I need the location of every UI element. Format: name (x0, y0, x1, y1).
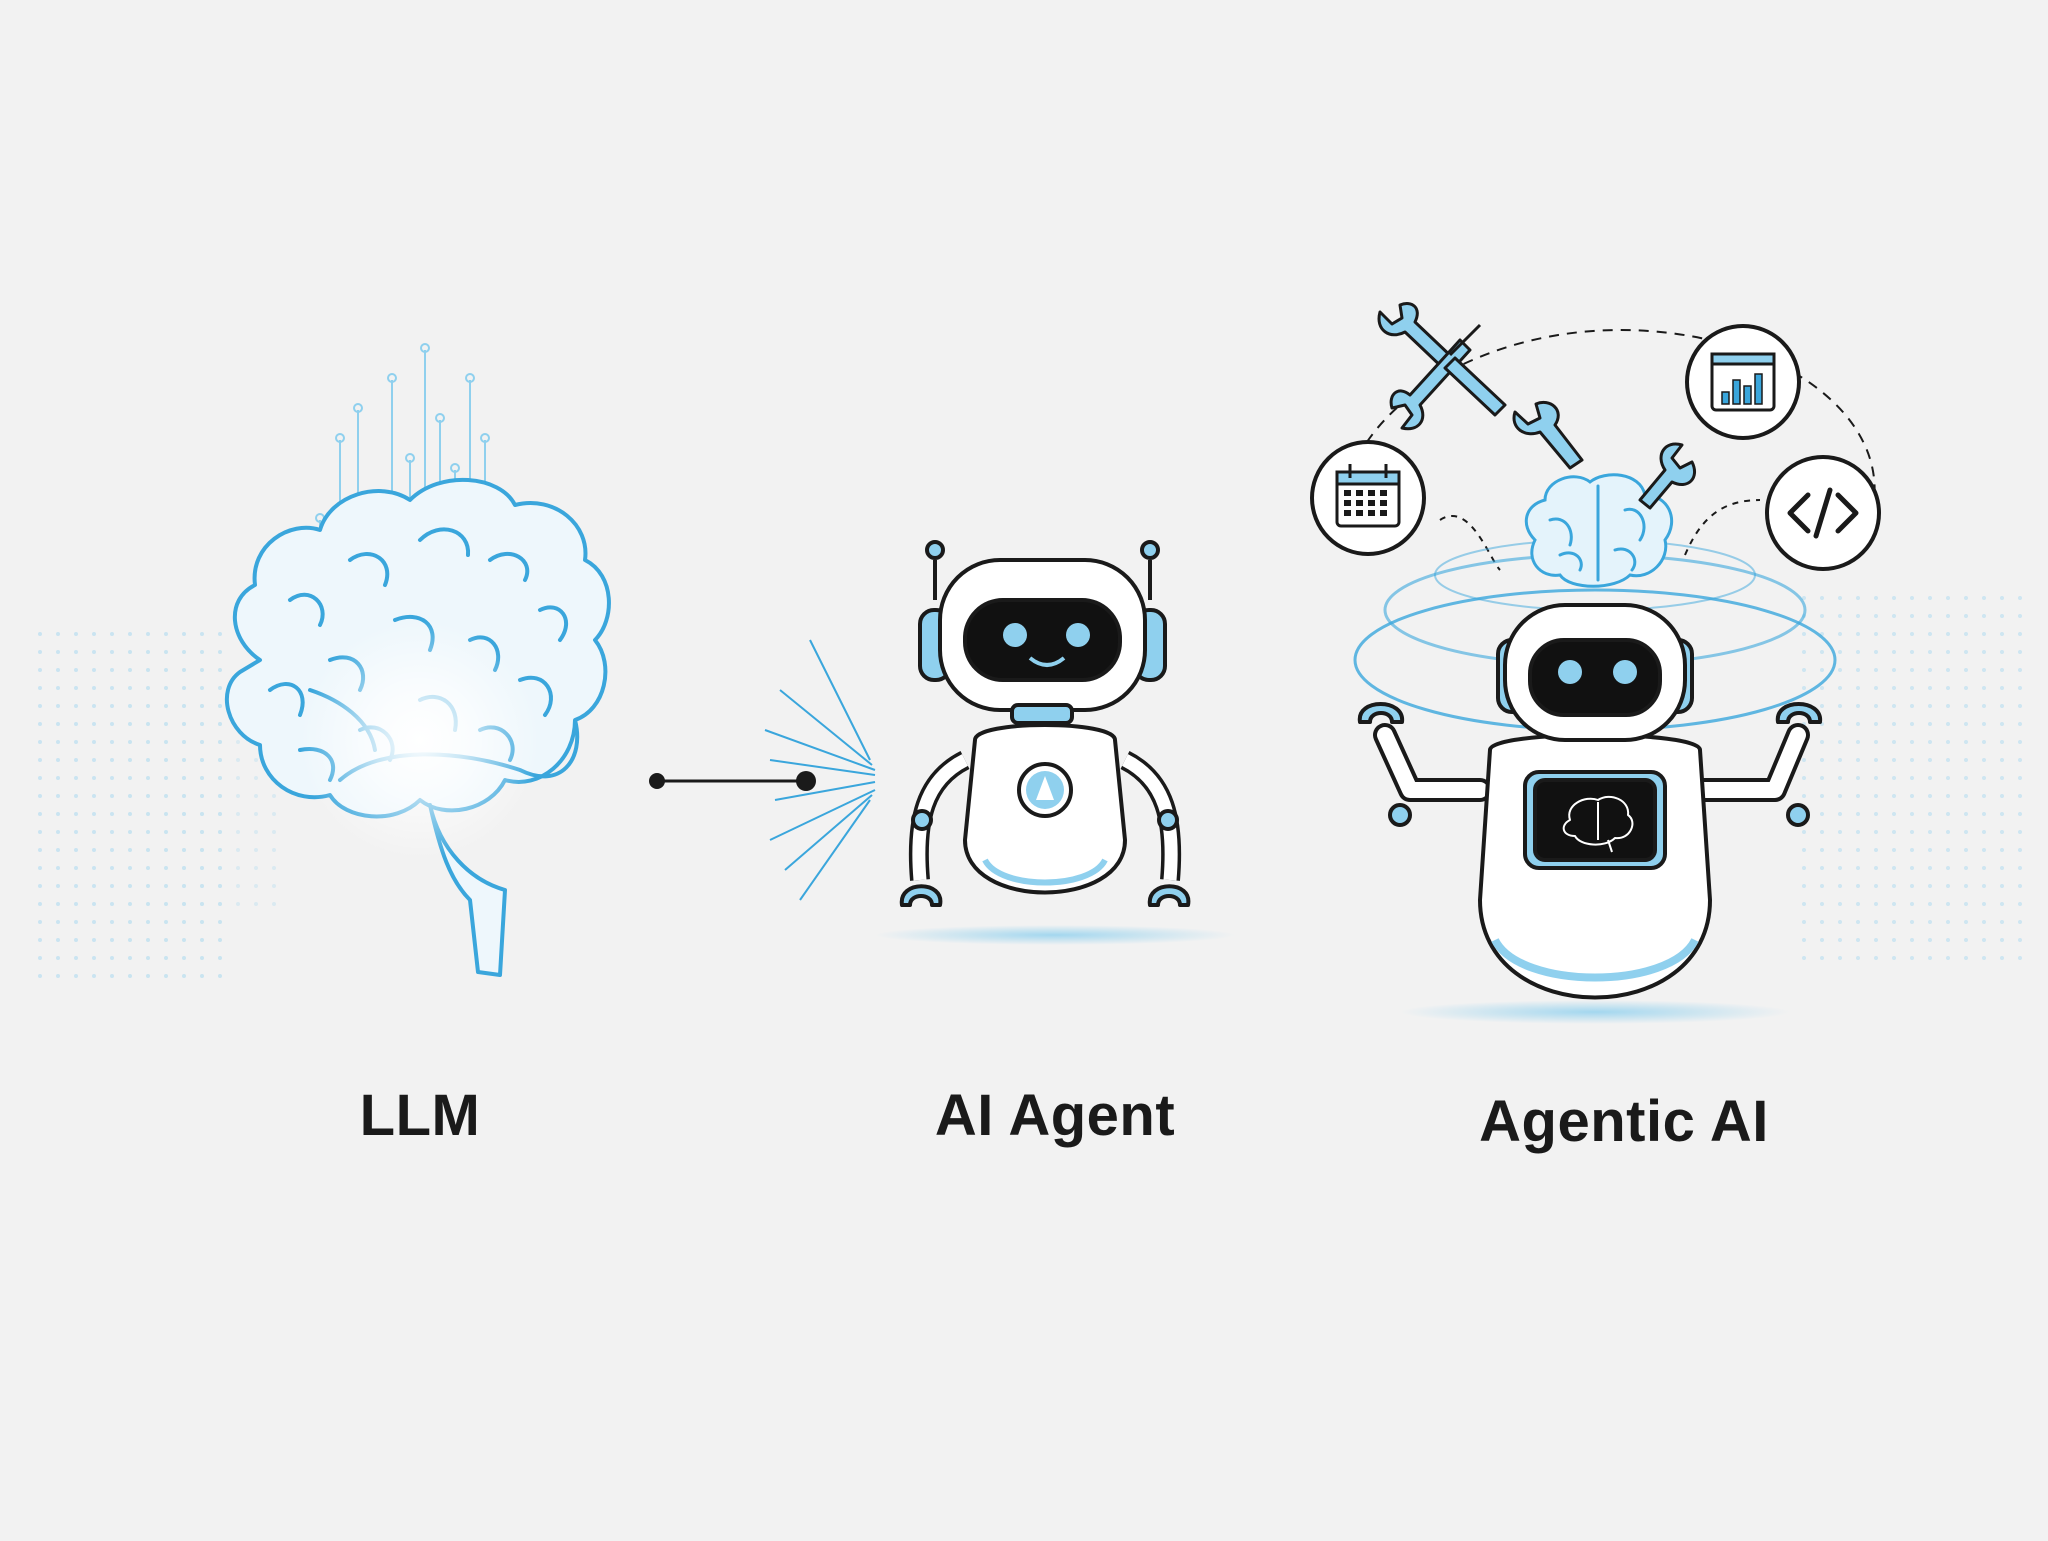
llm-label: LLM (360, 1082, 481, 1149)
signal-rays (765, 640, 875, 900)
wrench-icon (1640, 444, 1695, 508)
llm-to-agent-connector (649, 771, 816, 791)
ai-agent-robot (875, 542, 1235, 945)
agentic-robot (1360, 605, 1820, 1024)
agentic-ai-label: Agentic AI (1479, 1088, 1769, 1155)
ai-agent-label: AI Agent (935, 1082, 1175, 1149)
code-icon (1767, 457, 1879, 569)
calendar-icon (1312, 442, 1424, 554)
dot-field-right (1790, 590, 2030, 970)
wrench-icon (1514, 402, 1582, 468)
chart-icon (1687, 326, 1799, 438)
wrench-icon (1379, 304, 1505, 429)
